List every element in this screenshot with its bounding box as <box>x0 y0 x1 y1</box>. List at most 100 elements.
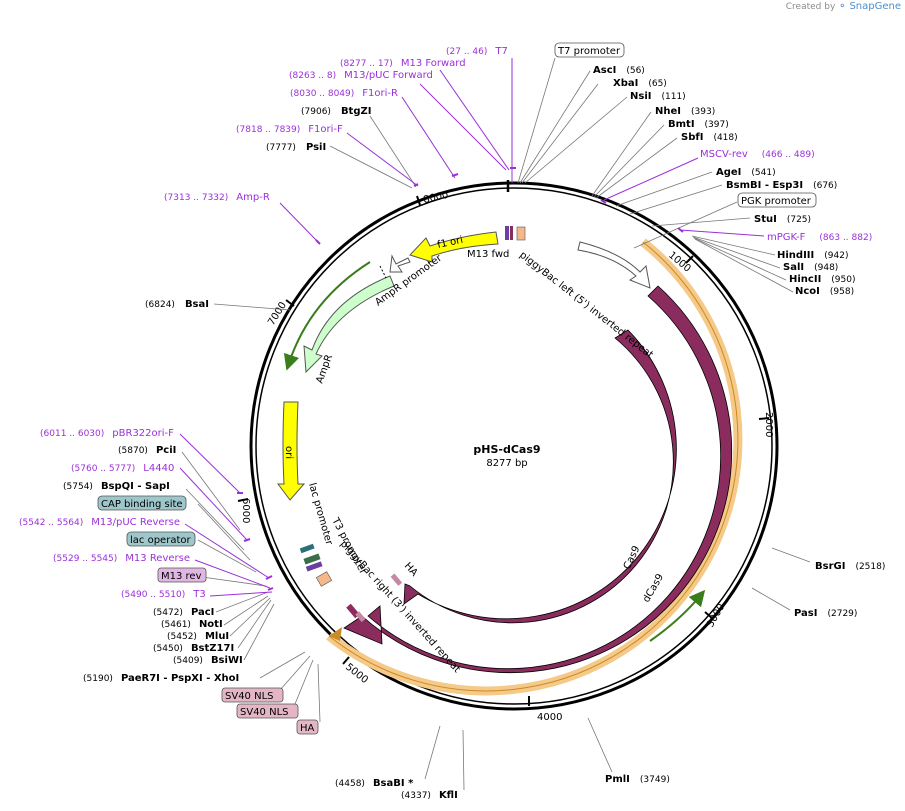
site-paci-name: PacI <box>191 607 214 618</box>
site-sali-pos: (948) <box>814 263 838 273</box>
primer-l4440-name: L4440 <box>143 463 174 474</box>
site-mlui-name: MluI <box>205 631 229 642</box>
primer-mpgk-f: mPGK-F(863 .. 882) <box>767 232 872 243</box>
primer-f1ori-r: (8030 .. 8049)F1ori-R <box>290 88 398 99</box>
site-agei: AgeI(541) <box>716 167 776 178</box>
cap-binding-site-box <box>97 495 187 511</box>
plasmid-name: pHS-dCas9 <box>473 443 540 456</box>
site-noti: (5461) NotI <box>161 619 223 630</box>
t7-promoter-label: T7 promoter <box>557 46 621 57</box>
ha-box <box>296 719 319 735</box>
credit-prefix: Created by <box>785 2 836 12</box>
site-paci: (5472)PacI <box>153 607 214 618</box>
primer-t3: (5490 .. 5510) T3 <box>121 589 206 600</box>
site-pmli: PmlI(3749) <box>605 774 670 785</box>
piggybac-left-marker <box>516 226 526 241</box>
tick-6000: 6000 <box>240 498 251 523</box>
snapgene-logo-icon: ⚬ <box>838 1 847 12</box>
dcas9-band-arrowhead <box>329 627 342 641</box>
site-sbfi: SbfI(418) <box>681 132 738 143</box>
tick-2000: 2000 <box>763 412 774 437</box>
primer-mscv-rev-pos: (466 .. 489) <box>762 150 815 160</box>
primer-m13-puc-reverse: (5542 .. 5564)M13/pUC Reverse <box>19 517 180 528</box>
site-noti-pos: (5461) <box>161 620 191 630</box>
primer-f1ori-f-name: F1ori-F <box>308 124 343 135</box>
site-bsai-name: BsaI <box>185 299 209 310</box>
site-ncoi-pos: (958) <box>830 287 854 297</box>
tick-8000: 8000 <box>422 190 449 206</box>
site-bsrgi-pos: (2518) <box>855 562 885 572</box>
site-hincii: HincII (950) <box>789 274 856 285</box>
site-xbai: XbaI(65) <box>613 78 667 89</box>
feature-m13-fwd: M13 fwd <box>467 249 509 260</box>
sv40-nls-label-1: SV40 NLS <box>225 691 274 702</box>
primer-amp-r-name: Amp-R <box>236 192 270 203</box>
site-hindiii-name: HindIII <box>777 250 814 261</box>
backbone-inner <box>255 187 773 705</box>
site-noti-name: NotI <box>199 619 223 630</box>
ha-marker <box>390 573 403 586</box>
primer-pbr322ori-f-pos: (6011 .. 6030) <box>40 429 104 439</box>
primer-mscv-rev-name: MSCV-rev <box>700 149 748 160</box>
primer-m13-reverse-name: M13 Reverse <box>125 553 190 564</box>
site-sbfi-pos: (418) <box>713 133 737 143</box>
site-nhei-pos: (393) <box>691 107 715 117</box>
site-bmti: BmtI (397) <box>668 119 729 130</box>
lac-marker <box>303 553 321 565</box>
feature-ori: ori <box>283 446 294 459</box>
site-pcii: (5870)PciI <box>118 445 176 456</box>
primer-t3-name: T3 <box>192 589 205 600</box>
primer-pbr322ori-f: (6011 .. 6030) pBR322ori-F <box>40 428 174 439</box>
primer-lines-left <box>179 433 273 597</box>
primer-lines-top <box>279 58 765 243</box>
f1-ori-arrow <box>409 231 499 263</box>
primer-t7: (27 .. 46)T7 <box>446 46 508 57</box>
site-bsiwi: (5409)BsiWI <box>173 655 243 666</box>
primer-mpgk-f-name: mPGK-F <box>767 232 806 243</box>
cas9-outer-arc <box>343 285 733 674</box>
primer-m13-puc-forward-name: M13/pUC Forward <box>344 70 433 81</box>
dcas9-band-line <box>328 241 739 692</box>
primer-f1ori-f: (7818 .. 7839)F1ori-F <box>236 124 343 135</box>
site-bsai: (6824)BsaI <box>145 299 209 310</box>
green-arrow-right <box>649 589 706 642</box>
site-kfli-pos: (4337) <box>401 791 431 801</box>
site-bstz17i-pos: (5450) <box>153 644 183 654</box>
site-kfli-name: KflI <box>439 790 458 801</box>
site-hincii-name: HincII <box>789 274 821 285</box>
site-hindiii: HindIII(942) <box>777 250 848 261</box>
site-nsii-name: NsiI <box>630 91 651 102</box>
lac-operator-label: lac operator <box>130 535 191 546</box>
site-bsmbi-esp3i: BsmBI - Esp3I(676) <box>726 180 837 191</box>
primer-mscv-rev: MSCV-rev (466 .. 489) <box>700 149 815 160</box>
primer-f1ori-r-pos: (8030 .. 8049) <box>290 89 354 99</box>
site-bmti-name: BmtI <box>668 119 695 130</box>
sv40-nls-label-2: SV40 NLS <box>240 707 289 718</box>
cap-marker <box>299 543 315 554</box>
site-stui: StuI(725) <box>754 214 811 225</box>
sv40-nls-box-1 <box>221 687 284 703</box>
site-nhei: NheI(393) <box>655 106 715 117</box>
site-nsii: NsiI(111) <box>630 91 686 102</box>
site-sali: SalI(948) <box>783 262 838 273</box>
site-psii: (7777)PsiI <box>266 142 326 153</box>
site-hincii-pos: (950) <box>831 275 855 285</box>
site-stui-name: StuI <box>754 214 777 225</box>
site-bsmbi-esp3i-name: BsmBI - Esp3I <box>726 180 803 191</box>
sv40-nls-box-2 <box>236 703 299 719</box>
site-pasi: PasI(2729) <box>794 608 857 619</box>
primer-m13-forward-pos: (8277 .. 17) <box>340 59 393 69</box>
site-bmti-pos: (397) <box>705 120 729 130</box>
sv40-marker <box>355 611 366 623</box>
t3-promoter-marker <box>315 571 333 587</box>
ampr-arrow <box>303 275 395 374</box>
lac-operator-box <box>126 531 196 547</box>
site-pmli-name: PmlI <box>605 774 630 785</box>
primer-pbr322ori-f-name: pBR322ori-F <box>112 428 174 439</box>
ori-arrow <box>277 401 306 501</box>
site-xbai-pos: (65) <box>648 79 666 89</box>
primer-t3-pos: (5490 .. 5510) <box>121 590 185 600</box>
primer-t7-pos: (27 .. 46) <box>446 47 487 57</box>
site-bsabi: (4458)BsaBI * <box>335 778 414 789</box>
